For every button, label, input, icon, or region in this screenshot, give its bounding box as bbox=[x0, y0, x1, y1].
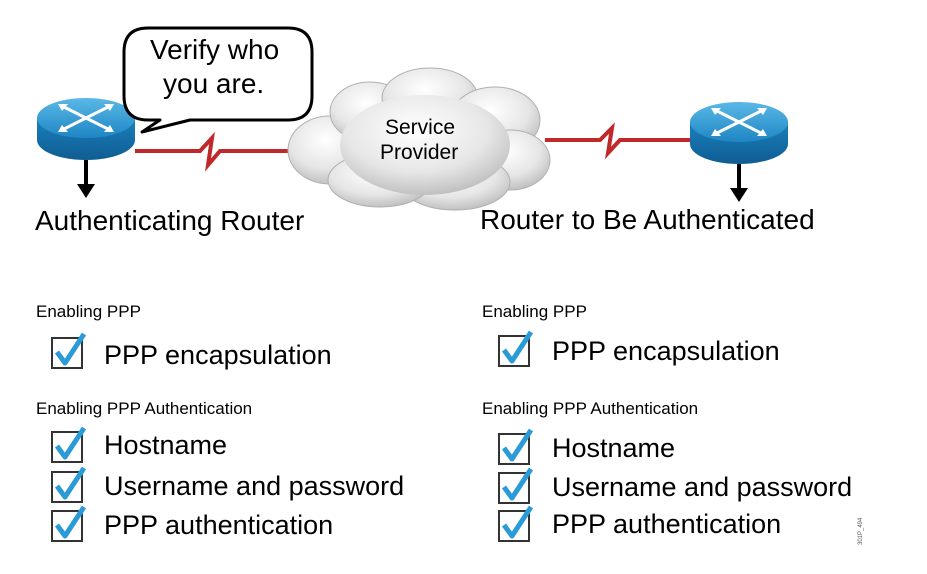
left-item-username-password: Username and password bbox=[104, 471, 405, 501]
right-section-heading: Enabling PPP Authentication bbox=[482, 399, 699, 418]
right-item-username-password: Username and password bbox=[552, 472, 853, 502]
authenticated-router-icon bbox=[690, 102, 788, 202]
left-item-ppp-encapsulation: PPP encapsulation bbox=[104, 340, 332, 370]
check-icon bbox=[50, 464, 90, 509]
check-icon bbox=[50, 330, 90, 375]
check-icon bbox=[50, 503, 90, 548]
right-router-title: Router to Be Authenticated bbox=[480, 204, 815, 235]
serial-link-right bbox=[545, 122, 690, 160]
speech-bubble bbox=[122, 26, 314, 134]
cloud-label-line2: Provider bbox=[380, 141, 459, 164]
right-section-heading: Enabling PPP bbox=[482, 302, 587, 321]
check-icon bbox=[497, 465, 537, 510]
serial-link-left bbox=[135, 131, 300, 172]
right-item-ppp-authentication: PPP authentication bbox=[552, 509, 782, 539]
cloud-icon bbox=[287, 67, 551, 211]
check-icon bbox=[497, 503, 537, 548]
check-icon bbox=[50, 424, 90, 469]
left-item-hostname: Hostname bbox=[104, 430, 228, 460]
check-icon bbox=[497, 328, 537, 373]
left-router-title: Authenticating Router bbox=[35, 205, 305, 236]
authenticating-router-icon bbox=[37, 98, 135, 198]
left-section-heading: Enabling PPP bbox=[36, 302, 141, 321]
right-item-hostname: Hostname bbox=[552, 433, 676, 463]
speech-bubble-line2: you are. bbox=[163, 68, 265, 99]
speech-bubble-line1: Verify who bbox=[150, 34, 280, 65]
right-item-ppp-encapsulation: PPP encapsulation bbox=[552, 336, 780, 366]
check-icon bbox=[497, 426, 537, 471]
left-section-heading: Enabling PPP Authentication bbox=[36, 399, 253, 418]
left-item-ppp-authentication: PPP authentication bbox=[104, 510, 334, 540]
cloud-label-line1: Service bbox=[385, 116, 456, 139]
figure-id: 301P_494 bbox=[858, 517, 864, 545]
